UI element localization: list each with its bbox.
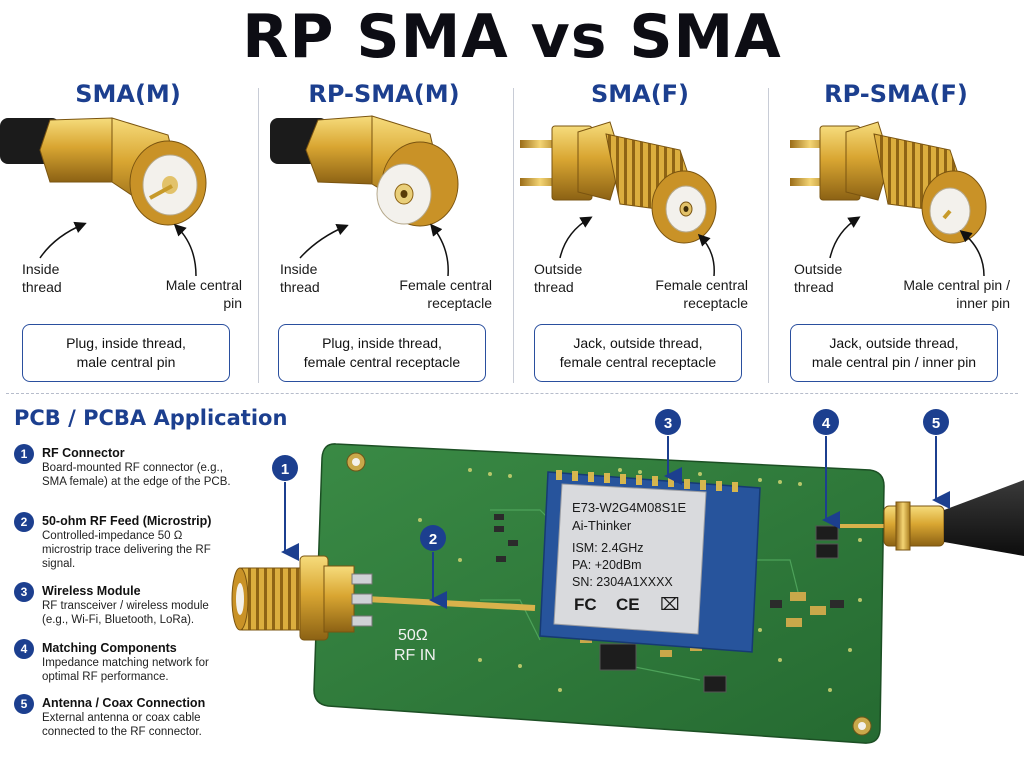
page-title: RP SMA vs SMA [242,2,782,72]
description-box: Plug, inside thread,female central recep… [278,324,486,382]
legend-number: 2 [14,512,34,532]
callout-3: 3 [655,409,682,485]
connector-illustrations [0,115,987,277]
legend-text: Controlled-impedance 50 Ω microstrip tra… [42,530,211,570]
module-pa-text: PA: +20dBm [572,558,642,572]
legend-item-rf-connector: 1 RF Connector Board-mounted RF connecto… [14,444,231,504]
matching-components [770,525,844,627]
legend-heading: RF Connector [42,446,125,460]
callout-4: 4 [813,409,840,529]
fcc-mark-icon: FC [574,595,597,614]
legend-text: Impedance matching network for optimal R… [42,657,209,683]
legend-item-wireless-module: 3 Wireless Module RF transceiver / wirel… [14,582,229,628]
pcb-components [580,636,727,693]
legend-text: RF transceiver / wireless module (e.g., … [42,600,209,626]
pin-label: Male central pin /inner pin [903,277,1010,311]
description-box: Jack, outside thread,female central rece… [534,324,742,382]
legend-number: 3 [14,582,34,602]
legend-item-rf-feed: 2 50-ohm RF Feed (Microstrip) Controlled… [14,512,229,572]
column-header: SMA(F) [590,80,690,108]
column-header: SMA(M) [75,80,181,108]
callout-number: 2 [429,531,437,548]
callout-5: 5 [923,409,950,509]
callout-number: 5 [932,415,940,432]
column-divider [513,88,514,383]
legend-item-antenna: 5 Antenna / Coax Connection External ant… [14,694,229,740]
module-brand-text: Ai-Thinker [572,518,632,533]
column-divider [768,88,769,383]
wireless-module: E73-W2G4M08S1E Ai-Thinker ISM: 2.4GHz PA… [539,470,761,653]
section-divider [6,393,1018,394]
weee-bin-icon: ⌧ [660,595,680,614]
ce-mark-icon: CE [616,595,640,614]
legend-heading: Matching Components [42,641,177,655]
legend-heading: Antenna / Coax Connection [42,696,206,710]
legend-heading: 50-ohm RF Feed (Microstrip) [42,514,212,528]
legend-text: External antenna or coax cable connected… [42,712,202,738]
legend-number: 4 [14,639,34,659]
callout-number: 3 [664,415,672,432]
legend-item-matching-components: 4 Matching Components Impedance matching… [14,639,229,685]
legend-number: 1 [14,444,34,464]
description-box: Jack, outside thread,male central pin / … [790,324,998,382]
legend-number: 5 [14,694,34,714]
rp-sma-male-connector-image [270,115,459,277]
callout-2: 2 [420,525,447,609]
antenna-coax-connector [840,480,1024,556]
trace-label-impedance: 50Ω [398,627,428,644]
callout-number: 4 [822,415,831,432]
sma-male-connector-image [0,117,207,277]
rp-sma-female-connector-image [790,121,987,277]
trace-label-rf-in: RF IN [394,647,436,664]
callout-1: 1 [272,455,299,561]
board-sma-connector [231,555,373,641]
module-ism-text: ISM: 2.4GHz [572,541,644,555]
legend-text: Board-mounted RF connector (e.g., SMA fe… [42,462,231,488]
module-sn-text: SN: 2304A1XXXX [572,575,673,589]
column-divider [258,88,259,383]
legend-heading: Wireless Module [42,584,141,598]
column-header: RP-SMA(M) [308,80,460,108]
sma-female-connector-image [520,121,717,277]
module-model-text: E73-W2G4M08S1E [572,500,686,515]
column-header: RP-SMA(F) [824,80,968,108]
pcb-section-title: PCB / PCBA Application [14,406,288,430]
description-box: Plug, inside thread,male central pin [22,324,230,382]
callout-number: 1 [281,461,289,478]
